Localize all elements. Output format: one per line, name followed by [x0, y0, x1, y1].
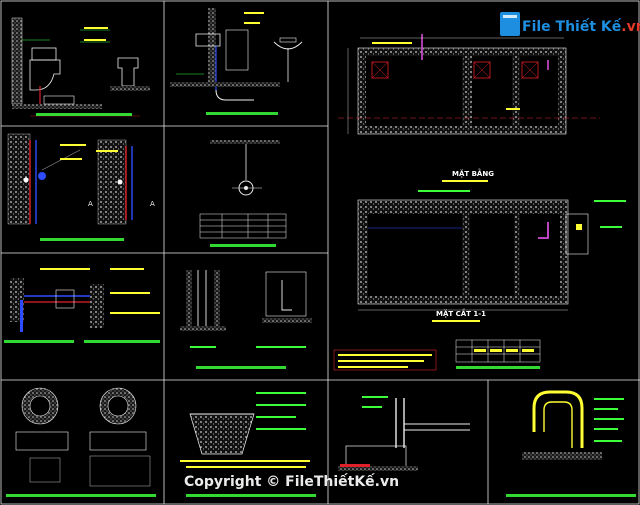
notes-block — [333, 349, 437, 371]
panel-filter-tank — [180, 392, 316, 497]
copyright-watermark: Copyright © FileThiếtKế.vn — [184, 473, 399, 490]
brand-name: File Thiết Kế — [522, 18, 622, 35]
section-title: MẶT CẮT 1-1 — [436, 308, 486, 318]
plan-title: MẶT BẰNG — [452, 168, 494, 178]
hanger-spec-table — [199, 213, 287, 239]
brand-logo: File Thiết Kế.vn — [500, 12, 640, 36]
panel-washbasin-elevation — [170, 8, 303, 115]
svg-text:File Thiết Kế.vn: File Thiết Kế.vn — [522, 18, 640, 35]
panel-pipe-sleeve — [4, 268, 160, 343]
panel-floor-drain — [180, 270, 312, 369]
section-mark-a: A — [88, 200, 93, 208]
panel-pump-detail — [338, 396, 470, 471]
legend-table — [455, 339, 541, 363]
panel-wall-penetration: A A — [7, 133, 155, 241]
panel-toilet-elevation — [11, 17, 150, 117]
section-mark-a2: A — [150, 200, 155, 208]
panel-vent-pipe — [506, 390, 636, 497]
panel-tank-section: MẶT CẮT 1-1 — [357, 199, 626, 322]
panel-manhole — [6, 387, 156, 497]
panel-tank-plan: MẶT BẰNG — [338, 34, 600, 192]
brand-tld: .vn — [621, 19, 640, 35]
panel-pipe-hanger — [199, 140, 287, 247]
